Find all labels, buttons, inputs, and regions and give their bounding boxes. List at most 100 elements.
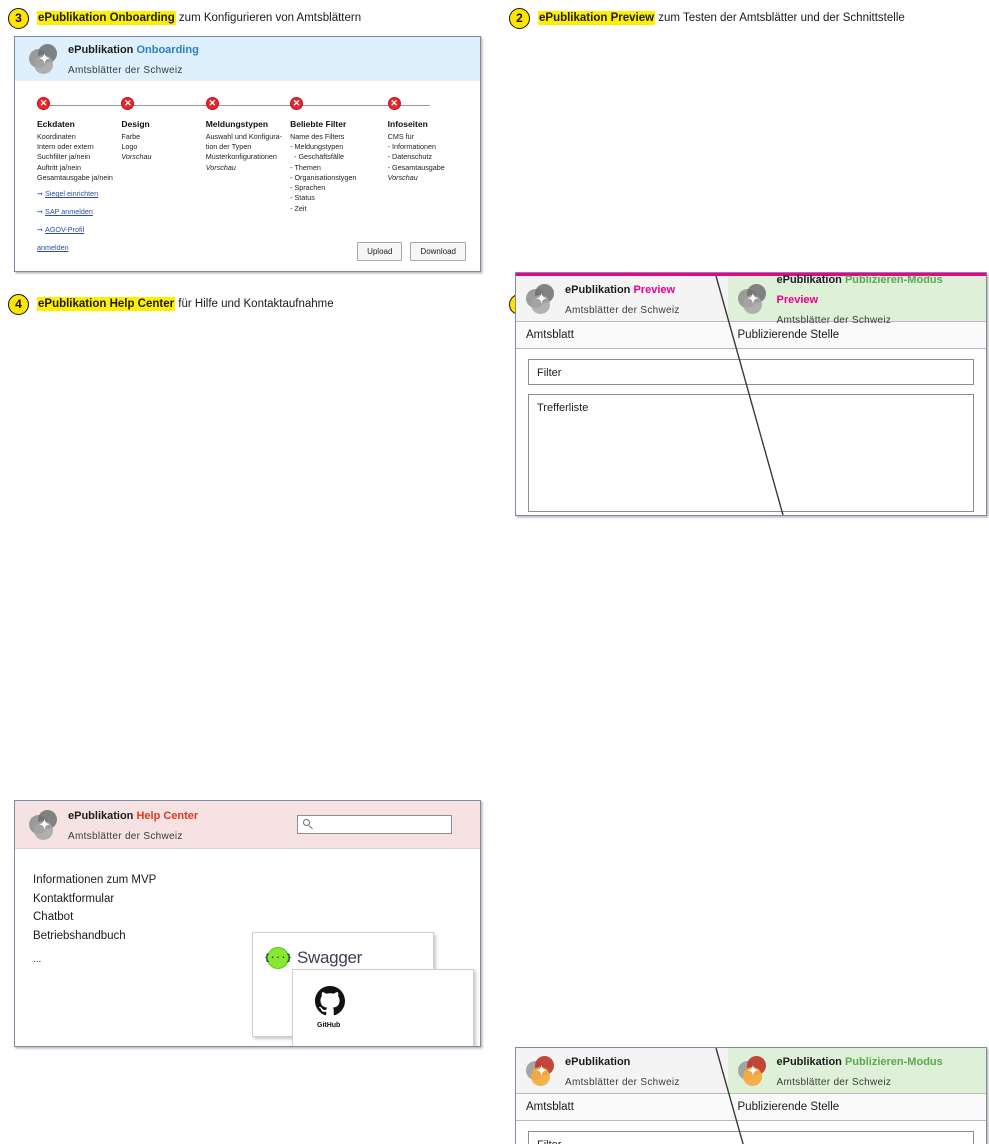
help-list-item[interactable]: Betriebshandbuch bbox=[33, 929, 126, 942]
caption-onboarding-text: ePublikation Onboarding zum Konfiguriere… bbox=[37, 11, 361, 25]
step-line: Intern oder extern bbox=[37, 142, 94, 152]
step-title: Eckdaten bbox=[37, 119, 75, 129]
help-list-item[interactable]: Kontaktformular bbox=[33, 892, 115, 905]
epublikation-logo-icon: ✦ bbox=[526, 1055, 556, 1086]
step-line: Koordinaten bbox=[37, 132, 76, 141]
onboarding-brand-mode: Onboarding bbox=[136, 44, 199, 56]
caption-preview-text: ePublikation Preview zum Testen der Amts… bbox=[538, 11, 905, 25]
step-line: Name des Filters bbox=[290, 132, 345, 141]
help-center-header: ✦ ePublikation Help Center Amtsblätter d… bbox=[15, 801, 480, 849]
step-marker-icon: ✕ bbox=[37, 97, 50, 110]
step-line: tion der Typen bbox=[205, 142, 252, 152]
onboarding-brand: ✦ ePublikation Onboarding Amtsblätter de… bbox=[29, 39, 199, 79]
onboarding-brand-subtitle: Amtsblätter der Schweiz bbox=[68, 65, 183, 76]
step-line: Gesamtausgabe ja/nein bbox=[37, 172, 113, 182]
preview-subbar-publizierende-stelle[interactable]: Publizierende Stelle bbox=[737, 329, 840, 341]
step-line: - Informationen bbox=[387, 142, 436, 152]
swagger-label: Swagger bbox=[297, 948, 362, 967]
github-card[interactable]: GitHub bbox=[292, 969, 474, 1046]
epublikation-logo-icon: ✦ bbox=[29, 809, 59, 840]
produktion-subbar-publizierende-stelle[interactable]: Publizierende Stelle bbox=[737, 1101, 840, 1113]
onboarding-progress-track bbox=[47, 105, 430, 106]
help-center-brand: ✦ ePublikation Help Center Amtsblätter d… bbox=[29, 805, 198, 845]
help-brand-subtitle: Amtsblätter der Schweiz bbox=[68, 830, 183, 842]
preview-subbar: Amtsblatt Publizierende Stelle bbox=[516, 321, 986, 349]
step-line: Suchfilter ja/nein bbox=[37, 152, 91, 162]
preview-filter-field[interactable]: Filter bbox=[528, 359, 974, 385]
help-list-item[interactable]: Informationen zum MVP bbox=[33, 874, 157, 886]
step-line: Auswahl und Konfigura- bbox=[205, 132, 283, 141]
onboarding-brand-name: ePublikation bbox=[68, 44, 134, 56]
step-marker-icon: ✕ bbox=[290, 97, 304, 110]
search-input[interactable] bbox=[314, 818, 446, 831]
badge-number-3: 3 bbox=[8, 7, 29, 29]
step-line: - Themen bbox=[290, 162, 321, 172]
produktion-filter-field[interactable]: Filter bbox=[528, 1131, 974, 1144]
step-line: - Meldungstypen bbox=[290, 142, 344, 152]
epublikation-logo-icon: ✦ bbox=[737, 283, 768, 314]
produktion-right-brand-mode: Publizieren-Modus bbox=[844, 1055, 943, 1068]
caption-help-text: ePublikation Help Center für Hilfe und K… bbox=[37, 297, 334, 311]
help-brand-mode: Help Center bbox=[136, 809, 199, 822]
produktion-subbar-amtsblatt[interactable]: Amtsblatt bbox=[526, 1101, 574, 1113]
upload-button[interactable]: Upload bbox=[357, 242, 403, 261]
step-line-italic: Vorschau bbox=[121, 152, 152, 162]
step-title: Beliebte Filter bbox=[290, 119, 347, 129]
produktion-header-left: ✦ ePublikation Amtsblätter der Schweiz bbox=[516, 1048, 728, 1093]
produktion-content: Filter Trefferliste bbox=[516, 1121, 986, 1144]
arrow-icon: ➞ bbox=[37, 189, 44, 199]
help-list-item[interactable]: ... bbox=[33, 953, 42, 965]
produktion-left-brand-subtitle: Amtsblätter der Schweiz bbox=[565, 1076, 680, 1088]
step-line: Auftritt ja/nein bbox=[37, 162, 81, 172]
step-marker-icon: ✕ bbox=[121, 97, 135, 110]
step-marker-icon: ✕ bbox=[205, 97, 219, 110]
onboarding-app-panel: ✦ ePublikation Onboarding Amtsblätter de… bbox=[14, 36, 481, 272]
search-icon bbox=[303, 819, 314, 830]
caption-help-highlight: ePublikation Help Center bbox=[37, 297, 176, 311]
preview-left-brand-mode: Preview bbox=[633, 283, 676, 296]
step-line: - Status bbox=[290, 193, 315, 203]
step-line-italic: Vorschau bbox=[205, 162, 236, 172]
produktion-left-brand-name: ePublikation bbox=[565, 1055, 631, 1068]
produktion-header: ✦ ePublikation Amtsblätter der Schweiz ✦… bbox=[516, 1048, 986, 1093]
preview-app-panel: ✦ ePublikation Preview Amtsblätter der S… bbox=[515, 272, 987, 516]
produktion-right-brand-subtitle: Amtsblätter der Schweiz bbox=[776, 1076, 892, 1088]
preview-right-brand-name: ePublikation bbox=[776, 273, 842, 286]
step-link[interactable]: AGOV-Profil anmelden bbox=[37, 225, 85, 253]
download-button[interactable]: Download bbox=[410, 242, 466, 261]
epublikation-logo-icon: ✦ bbox=[526, 283, 556, 314]
preview-header-right: ✦ ePublikation Publizieren-Modus Preview… bbox=[727, 273, 986, 326]
preview-right-brand-mode: Publizieren-Modus bbox=[844, 273, 943, 286]
step-line: - Sprachen bbox=[290, 183, 326, 193]
github-label: GitHub bbox=[317, 1022, 341, 1029]
help-search-box[interactable] bbox=[297, 815, 452, 834]
help-list-item[interactable]: Chatbot bbox=[33, 911, 74, 924]
step-link[interactable]: Siegel einrichten bbox=[45, 189, 99, 199]
help-brand-name: ePublikation bbox=[68, 809, 134, 822]
step-link[interactable]: SAP anmelden bbox=[45, 207, 93, 217]
caption-preview-rest: zum Testen der Amtsblätter und der Schni… bbox=[655, 12, 905, 24]
github-icon bbox=[315, 986, 345, 1016]
produktion-right-brand-name: ePublikation bbox=[776, 1055, 842, 1068]
preview-left-brand-name: ePublikation bbox=[565, 283, 631, 296]
swagger-icon: {···} bbox=[265, 947, 292, 969]
step-line: - Gesamtausgabe bbox=[387, 162, 445, 172]
preview-header: ✦ ePublikation Preview Amtsblätter der S… bbox=[516, 273, 986, 326]
preview-subbar-amtsblatt[interactable]: Amtsblatt bbox=[526, 329, 574, 341]
step-title: Design bbox=[121, 119, 150, 129]
preview-results-list[interactable]: Trefferliste bbox=[528, 394, 974, 512]
preview-right-brand-subtitle: Amtsblätter der Schweiz bbox=[776, 314, 892, 326]
caption-help: 4 ePublikation Help Center für Hilfe und… bbox=[8, 292, 334, 316]
caption-preview: 2 ePublikation Preview zum Testen der Am… bbox=[509, 6, 905, 30]
onboarding-buttons: Upload Download bbox=[357, 242, 466, 261]
produktion-subbar: Amtsblatt Publizierende Stelle bbox=[516, 1093, 986, 1121]
caption-onboarding-highlight: ePublikation Onboarding bbox=[37, 11, 176, 25]
